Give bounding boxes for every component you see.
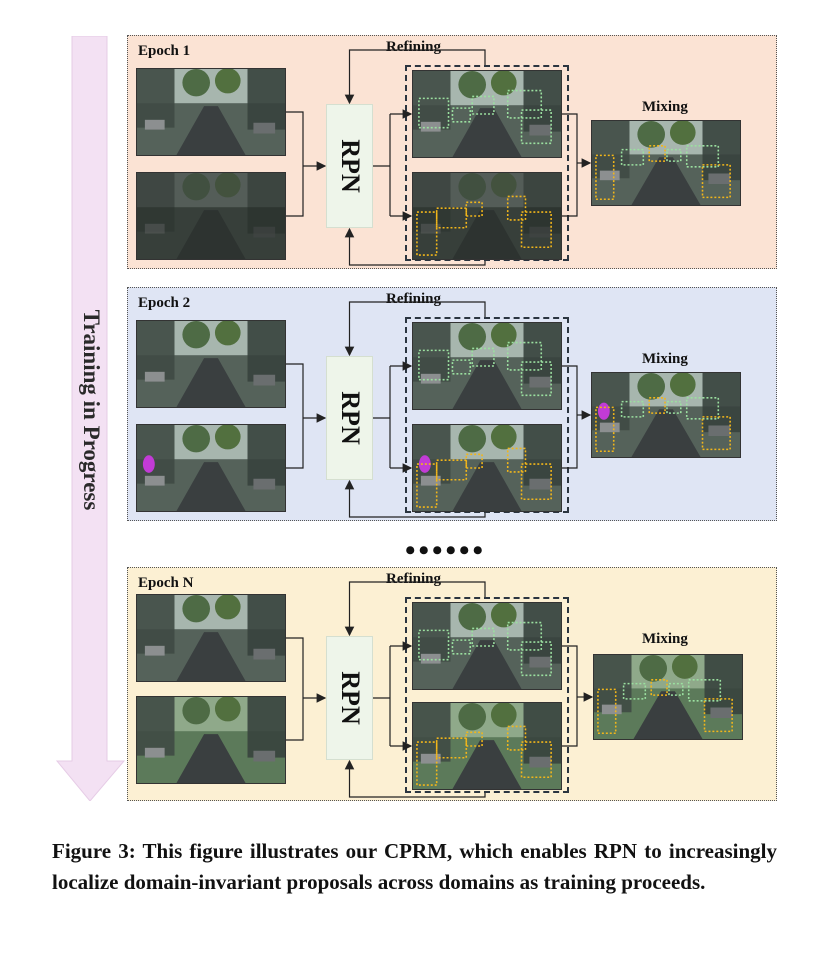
- target-image: [136, 424, 286, 512]
- ellipsis: ••••••: [405, 534, 487, 567]
- mixing-label: Mixing: [642, 631, 688, 647]
- epoch-panel-n: Epoch N Refining Mixing RPN: [127, 567, 777, 801]
- refined-target-image: [412, 424, 562, 512]
- epoch-title: Epoch N: [138, 575, 194, 591]
- mixed-image: [591, 120, 741, 206]
- refined-source-image: [412, 70, 562, 158]
- source-to-rpn-line: [286, 111, 304, 166]
- source-image: [136, 594, 286, 682]
- mixed-image: [591, 372, 741, 458]
- training-progress-label: Training in Progress: [79, 309, 104, 511]
- source-to-rpn-line: [286, 363, 304, 418]
- mixing-label: Mixing: [642, 99, 688, 115]
- rpn-block: RPN: [326, 104, 373, 228]
- refining-label: Refining: [386, 571, 442, 587]
- refined-source-image: [412, 602, 562, 690]
- refining-label: Refining: [386, 291, 442, 307]
- epoch-title: Epoch 2: [138, 295, 191, 311]
- source-image: [136, 68, 286, 156]
- mixed-image: [593, 654, 743, 740]
- source-to-rpn-line: [286, 637, 304, 698]
- refined-target-image: [412, 702, 562, 790]
- target-to-rpn-line: [286, 166, 304, 217]
- training-progress-arrow: [56, 36, 126, 801]
- rpn-block: RPN: [326, 636, 373, 760]
- refined-target-image: [412, 172, 562, 260]
- target-image: [136, 172, 286, 260]
- refined-source-image: [412, 322, 562, 410]
- target-to-rpn-line: [286, 698, 304, 741]
- rpn-label: RPN: [335, 391, 365, 445]
- epoch-title: Epoch 1: [138, 43, 191, 59]
- epoch-panel-1: Epoch 1 Refining Mixing RPN: [127, 35, 777, 269]
- epoch-panel-2: Epoch 2 Refining Mixing RPN: [127, 287, 777, 521]
- rpn-block: RPN: [326, 356, 373, 480]
- source-image: [136, 320, 286, 408]
- figure-caption: Figure 3: This figure illustrates our CP…: [52, 839, 777, 894]
- rpn-label: RPN: [335, 139, 365, 193]
- rpn-label: RPN: [335, 671, 365, 725]
- target-image: [136, 696, 286, 784]
- refining-label: Refining: [386, 39, 442, 55]
- mixing-label: Mixing: [642, 351, 688, 367]
- target-to-rpn-line: [286, 418, 304, 469]
